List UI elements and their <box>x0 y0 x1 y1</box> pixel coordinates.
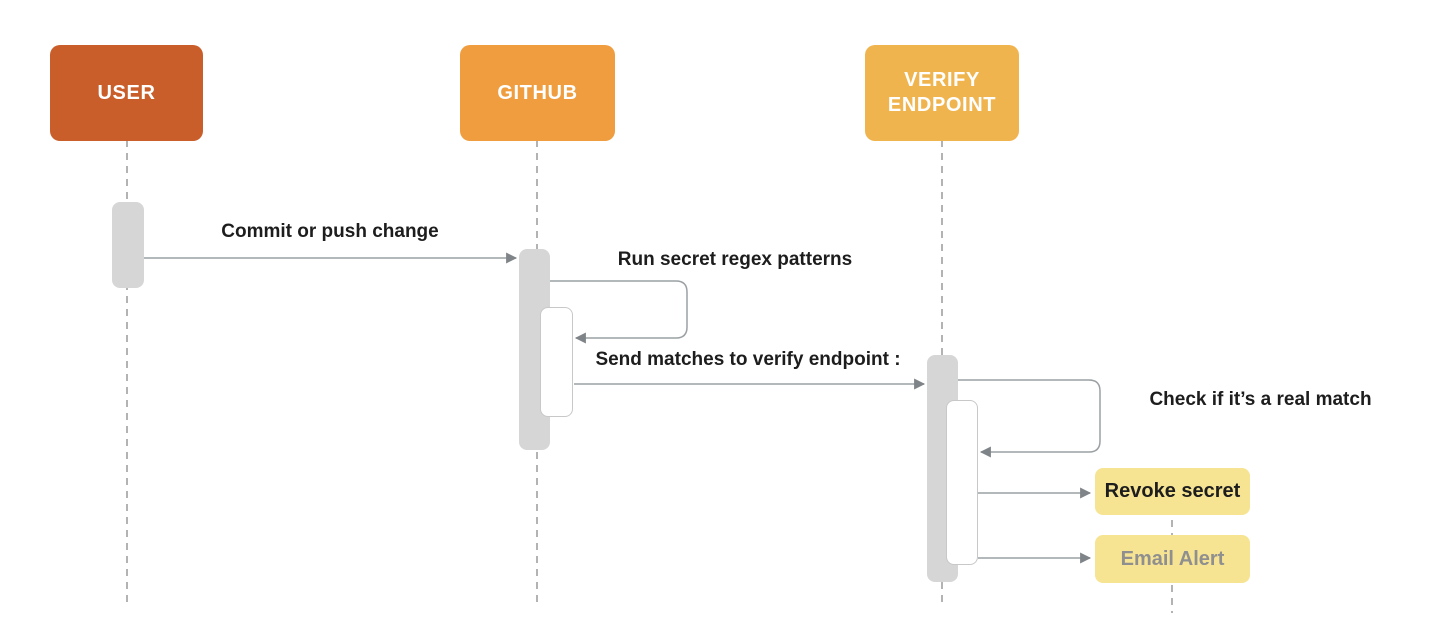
note-revoke-secret: Revoke secret <box>1095 468 1250 515</box>
message-label-run-regex: Run secret regex patterns <box>617 249 853 270</box>
activation-bar-user <box>112 202 144 288</box>
activation-bar-verify-nested <box>946 400 978 565</box>
actor-github: GITHUB <box>460 45 615 141</box>
message-label-commit-or-push: Commit or push change <box>221 221 439 242</box>
message-label-check-match: Check if it’s a real match <box>1149 389 1372 410</box>
actor-user: USER <box>50 45 203 141</box>
activation-bar-github-nested <box>540 307 573 417</box>
note-email-alert: Email Alert <box>1095 535 1250 583</box>
actor-verify-endpoint: VERIFY ENDPOINT <box>865 45 1019 141</box>
arrow-self-loop-run-regex <box>550 280 688 344</box>
message-label-send-matches: Send matches to verify endpoint : <box>595 349 901 370</box>
arrow-self-loop-check-match <box>958 379 1101 458</box>
